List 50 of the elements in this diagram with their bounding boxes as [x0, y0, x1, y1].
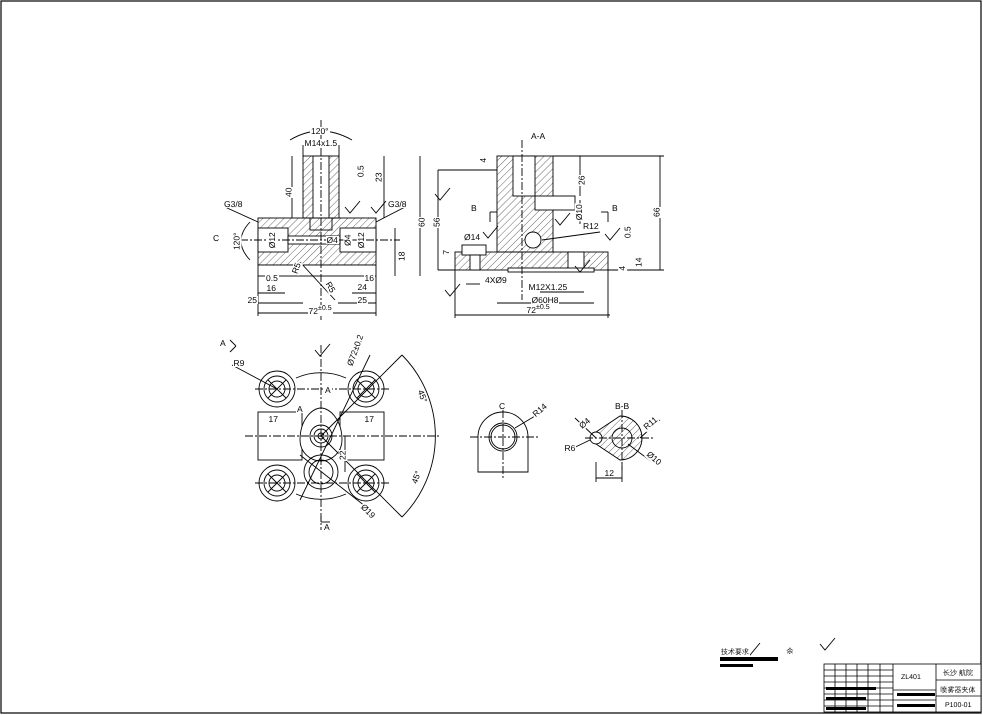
- dimension-label: R14: [530, 400, 550, 419]
- dimension-label: 72$^{±0.5}$: [308, 305, 333, 316]
- view-label: B: [611, 204, 619, 212]
- dimension-label: 25: [246, 296, 258, 304]
- dimension-label: Ø12: [356, 230, 366, 249]
- dimension-label: 14: [634, 256, 642, 268]
- dimension-label: R12: [582, 222, 600, 230]
- dimension-label: R9: [232, 358, 246, 367]
- view-label: C: [498, 402, 506, 410]
- dimension-label: 25: [356, 296, 368, 304]
- dimension-label: 4: [478, 156, 488, 164]
- dimension-label: 26: [576, 174, 586, 186]
- dimension-label: 12: [604, 468, 615, 477]
- dimension-label: 66: [652, 206, 660, 218]
- dimension-label: 72$^{±0.5}$: [526, 304, 551, 314]
- dimension-label: 4: [618, 264, 626, 272]
- dimension-label: 7: [442, 248, 450, 256]
- dimension-label: 45°: [409, 468, 422, 486]
- dimension-label: G3/8: [387, 200, 408, 208]
- dimension-label: Ø10: [574, 202, 584, 221]
- dimension-label: 23: [374, 171, 382, 182]
- dimension-label: Ø60H8: [530, 296, 560, 304]
- dimension-label: Ø12: [268, 230, 276, 249]
- dimension-label: M12X1.25: [528, 282, 568, 291]
- view-label: A: [296, 404, 304, 413]
- dimension-label: 60: [416, 216, 426, 228]
- dimension-label: 120°: [232, 230, 242, 251]
- dimension-label: 18: [396, 250, 406, 262]
- dimension-label: 56: [432, 216, 440, 228]
- dimension-label: 40: [284, 186, 292, 198]
- dimension-label: 0.5: [356, 164, 366, 178]
- dimension-label: R6: [564, 444, 576, 452]
- view-label: A: [323, 522, 331, 531]
- view-label: C: [212, 234, 220, 242]
- dimension-label: 4XØ9: [484, 276, 508, 284]
- dimension-label: 0.5: [624, 224, 632, 239]
- dimension-label: M14x1.5: [304, 138, 338, 147]
- view-label: A: [219, 338, 227, 347]
- view-label: B: [470, 204, 478, 212]
- dimension-label: G3/8: [223, 200, 244, 208]
- dimension-label: Ø19: [358, 501, 378, 520]
- view-label: A-A: [530, 132, 546, 140]
- dimension-label: Ø14: [463, 232, 482, 241]
- dimension-label: 24: [356, 282, 368, 291]
- view-label: B-B: [614, 402, 630, 410]
- dimension-label: 120°: [310, 126, 330, 135]
- dimension-label: R5: [323, 279, 337, 294]
- dimension-label: 16: [266, 284, 277, 292]
- view-label: A: [324, 386, 332, 394]
- dimension-label: Ø4: [576, 415, 592, 430]
